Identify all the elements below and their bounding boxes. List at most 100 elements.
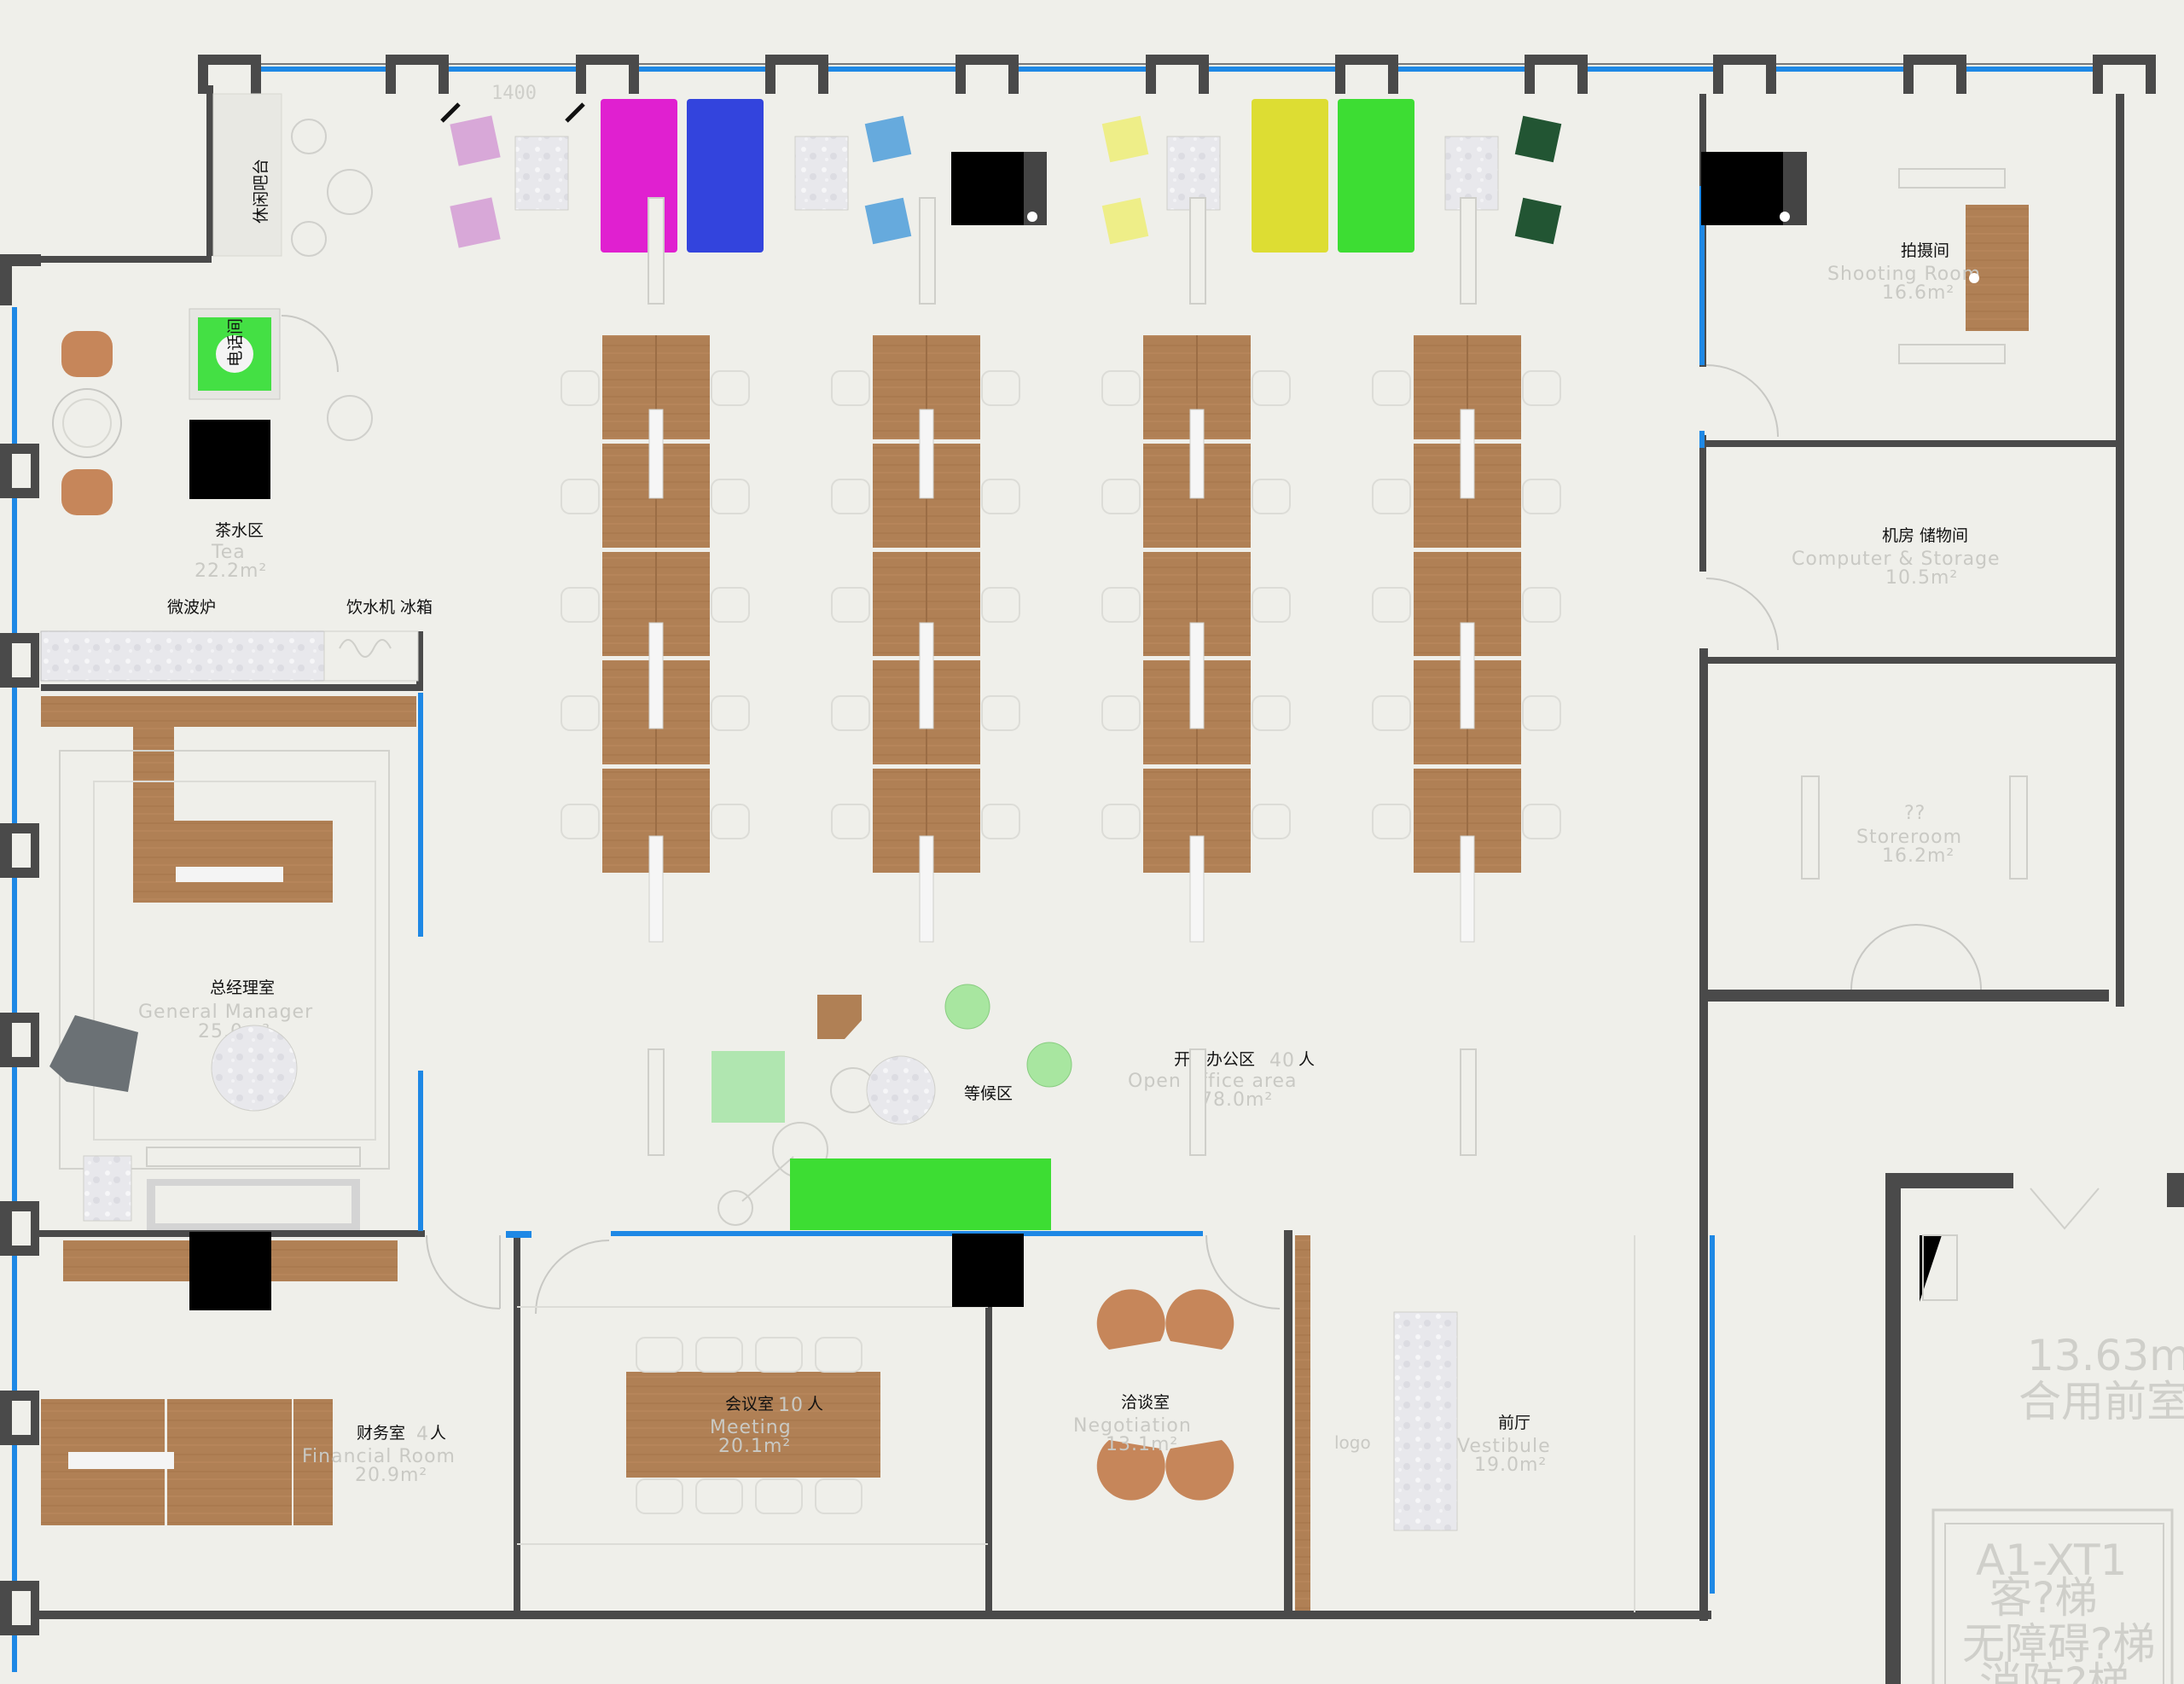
cable-trunk [1189, 835, 1205, 943]
cable-trunk [1460, 835, 1475, 943]
computer-storage-label-en: Computer & Storage [1792, 549, 2001, 570]
shooting-label-en: Shooting Room [1827, 264, 1981, 285]
storeroom-area: 16.2m² [1882, 845, 1955, 867]
desk-chair [831, 587, 870, 623]
reception-desk [1393, 1311, 1458, 1531]
cable-trunk [648, 835, 664, 943]
desk-chair [831, 804, 870, 839]
tea-black-cabinet [189, 420, 270, 499]
desk-chair [831, 695, 870, 731]
open-office-label-en: Open office area [1128, 1071, 1298, 1092]
desk-chair [1252, 695, 1291, 731]
desk-gap [1414, 764, 1521, 768]
desk-chair [1252, 479, 1291, 514]
elevator-line-1: 客?梯 [1989, 1573, 2098, 1623]
desk-gap [602, 548, 710, 551]
desk-chair [1372, 370, 1411, 406]
desk-chair [711, 695, 750, 731]
desk-chair [831, 370, 870, 406]
open-office-unit: 人 [1298, 1050, 1315, 1069]
open-office-label: 开放办公区 [1174, 1050, 1255, 1069]
dimension-1400: 1400 [491, 83, 537, 104]
desk-chair [1522, 587, 1561, 623]
storeroom: ?? Storeroom 16.2m² [1801, 775, 2028, 990]
finance-area: 20.9m² [355, 1465, 427, 1486]
desk-chair [1101, 479, 1141, 514]
desk-chair [561, 479, 600, 514]
finance-door-block [189, 1232, 271, 1310]
leisure-bar-label: 休闲吧台 [252, 159, 270, 224]
vestibule-label: 前厅 [1498, 1414, 1531, 1432]
waiting-area: 等候区 [648, 984, 1477, 1230]
computer-storage-room: 机房 储物间 Computer & Storage 10.5m² [1705, 526, 2001, 651]
tea-area: 茶水区 Tea 22.2m² 微波炉 饮水机 冰箱 [40, 331, 433, 682]
leisure-bar-area: 休闲吧台 [212, 93, 373, 257]
cable-trunk [919, 835, 934, 943]
storeroom-label-en: Storeroom [1856, 827, 1962, 848]
cable-trunk [1189, 622, 1205, 729]
desk-gap [873, 764, 980, 768]
exterior-walls [0, 55, 2156, 1672]
shooting-label: 拍摄间 [1901, 241, 1949, 260]
desk-chair [1252, 804, 1291, 839]
shared-lobby: 13.63m² 合用前室 A1-XT1 客?梯 无障碍?梯 消防?梯 [1920, 1188, 2184, 1684]
desk-chair [1252, 587, 1291, 623]
gm-label: 总经理室 [210, 978, 275, 997]
cable-trunk [1460, 409, 1475, 499]
gm-label-en: General Manager [138, 1002, 313, 1023]
finance-label: 财务室 [357, 1424, 405, 1443]
elevator-code: A1-XT1 [1976, 1536, 2127, 1585]
microwave-label: 微波炉 [167, 598, 216, 617]
cable-trunk [1189, 409, 1205, 499]
desk-chair [981, 587, 1020, 623]
desk-chair [1372, 479, 1411, 514]
general-manager-room: 总经理室 General Manager 25.0m² [41, 696, 416, 1230]
tea-label: 茶水区 [215, 521, 264, 540]
cable-trunk [648, 409, 664, 499]
top-furniture: 1400 [440, 83, 1562, 305]
meeting-room: 会议室 10 人 Meeting 20.1m² [517, 1240, 988, 1545]
negotiation-label: 洽谈室 [1121, 1393, 1170, 1412]
desk-chair [1522, 695, 1561, 731]
open-office-desks [561, 335, 1561, 943]
desk-chair [831, 479, 870, 514]
blue-cabinet [687, 99, 764, 253]
shooting-area: 16.6m² [1882, 282, 1955, 304]
negotiation-area: 13.1m² [1106, 1434, 1178, 1455]
phone-booth-label: 电话间 [226, 318, 245, 367]
tea-area-value: 22.2m² [195, 560, 267, 582]
finance-unit: 人 [430, 1424, 446, 1443]
open-office-labels: 开放办公区 40 人 Open office area 178.0m² [1128, 1050, 1315, 1111]
desk-chair [1372, 695, 1411, 731]
desk-chair [1522, 370, 1561, 406]
shooting-room: 拍摄间 Shooting Room 16.6m² [1701, 152, 2029, 438]
meeting-label-en: Meeting [710, 1417, 792, 1438]
desk-chair [561, 804, 600, 839]
desk-gap [873, 548, 980, 551]
vestibule-label-en: Vestibule [1457, 1436, 1551, 1457]
shared-lobby-area: 13.63m² [2027, 1331, 2184, 1380]
meeting-label: 会议室 [725, 1395, 774, 1414]
finance-count: 4 [416, 1424, 429, 1445]
computer-storage-label: 机房 储物间 [1882, 526, 1968, 545]
tea-chair-2 [61, 469, 113, 515]
negotiation-door-block [952, 1234, 1024, 1307]
green-bench [790, 1158, 1051, 1230]
green-cabinet [1338, 99, 1414, 253]
shared-lobby-label: 合用前室 [2018, 1377, 2184, 1426]
desk-chair [1101, 370, 1141, 406]
vestibule-area: 19.0m² [1474, 1455, 1547, 1476]
elevator-line-2: 无障碍?梯 [1962, 1619, 2156, 1669]
cable-trunk [919, 622, 934, 729]
cable-trunk [648, 622, 664, 729]
desk-chair [1372, 804, 1411, 839]
interior-glass [418, 186, 1715, 1594]
desk-chair [561, 587, 600, 623]
meeting-count: 10 [778, 1395, 804, 1416]
desk-chair [711, 370, 750, 406]
desk-chair [1101, 804, 1141, 839]
waiting-label: 等候区 [964, 1084, 1013, 1103]
gm-armchair [49, 1015, 138, 1092]
